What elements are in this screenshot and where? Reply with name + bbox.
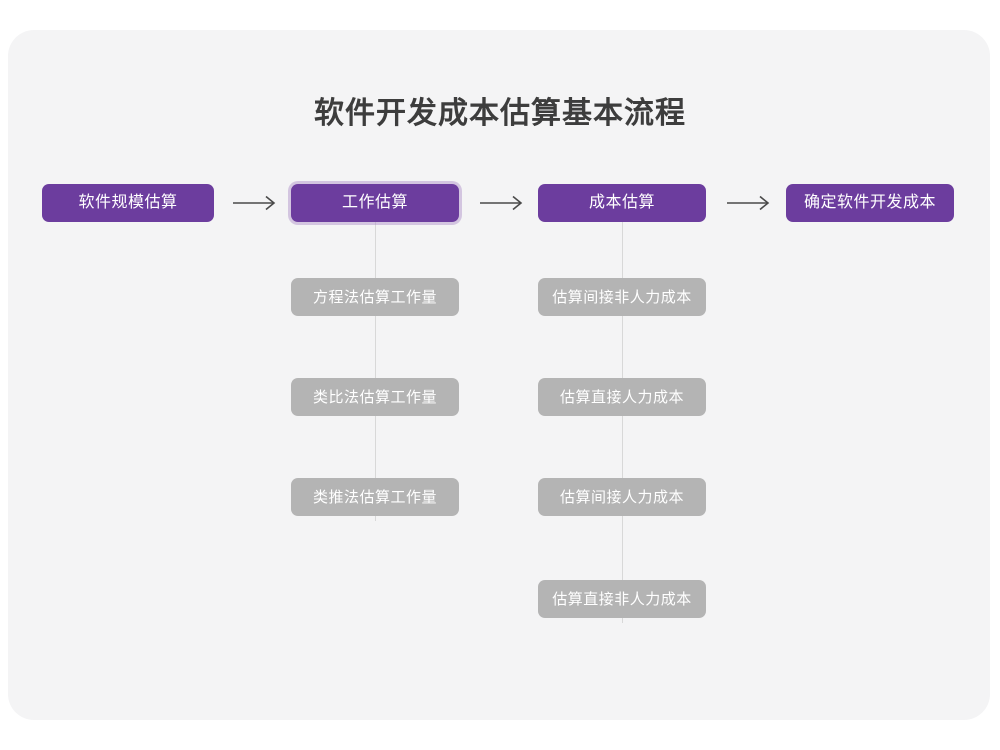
branch-item-indirect-labor-cost[interactable]: 估算间接人力成本 xyxy=(538,478,706,516)
page-title: 软件开发成本估算基本流程 xyxy=(314,97,686,130)
flow-step-cost-estimation[interactable]: 成本估算 xyxy=(538,184,706,222)
arrow-step3-to-step4 xyxy=(720,191,780,215)
branch-item-analogy-method-workload[interactable]: 类比法估算工作量 xyxy=(291,378,459,416)
branch-item-direct-non-labor-cost[interactable]: 估算直接非人力成本 xyxy=(538,580,706,618)
branch-item-direct-labor-cost[interactable]: 估算直接人力成本 xyxy=(538,378,706,416)
diagram-card xyxy=(8,30,990,720)
flow-step-work-estimation[interactable]: 工作估算 xyxy=(291,184,459,222)
flow-step-software-scale-estimation[interactable]: 软件规模估算 xyxy=(42,184,214,222)
arrow-step1-to-step2 xyxy=(226,191,286,215)
branch-item-inference-method-workload[interactable]: 类推法估算工作量 xyxy=(291,478,459,516)
connector-line-cost-branch xyxy=(622,221,623,623)
flow-step-determine-development-cost[interactable]: 确定软件开发成本 xyxy=(786,184,954,222)
branch-item-equation-method-workload[interactable]: 方程法估算工作量 xyxy=(291,278,459,316)
branch-item-indirect-non-labor-cost[interactable]: 估算间接非人力成本 xyxy=(538,278,706,316)
connector-line-work-branch xyxy=(375,221,376,521)
arrow-step2-to-step3 xyxy=(473,191,533,215)
